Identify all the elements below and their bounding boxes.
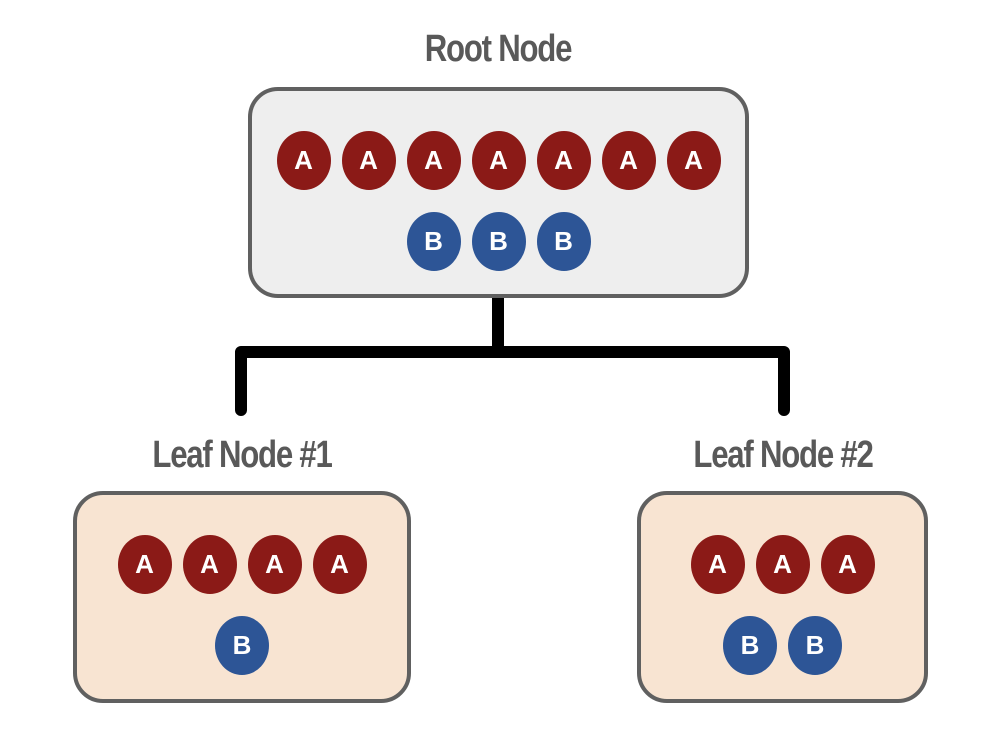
token-b: B <box>788 616 842 675</box>
token-a: A <box>690 535 745 594</box>
token-a: A <box>601 131 656 190</box>
leaf-node-2-title: Leaf Node #2 <box>693 434 873 476</box>
token-a: A <box>666 131 721 190</box>
token-a: A <box>406 131 461 190</box>
leaf-1-row-b: B <box>77 616 407 675</box>
token-b: B <box>406 212 461 271</box>
token-a: A <box>536 131 591 190</box>
token-b: B <box>723 616 777 675</box>
token-a: A <box>820 535 875 594</box>
token-a: A <box>471 131 526 190</box>
token-a: A <box>341 131 396 190</box>
token-b: B <box>215 616 269 675</box>
leaf-node-1-title: Leaf Node #1 <box>152 434 332 476</box>
token-a: A <box>276 131 331 190</box>
token-a: A <box>755 535 810 594</box>
token-a: A <box>182 535 237 594</box>
token-a: A <box>117 535 172 594</box>
root-node-title: Root Node <box>424 28 573 70</box>
token-b: B <box>471 212 526 271</box>
token-b: B <box>536 212 591 271</box>
token-a: A <box>312 535 367 594</box>
connector-lines <box>235 290 790 416</box>
token-a: A <box>247 535 302 594</box>
